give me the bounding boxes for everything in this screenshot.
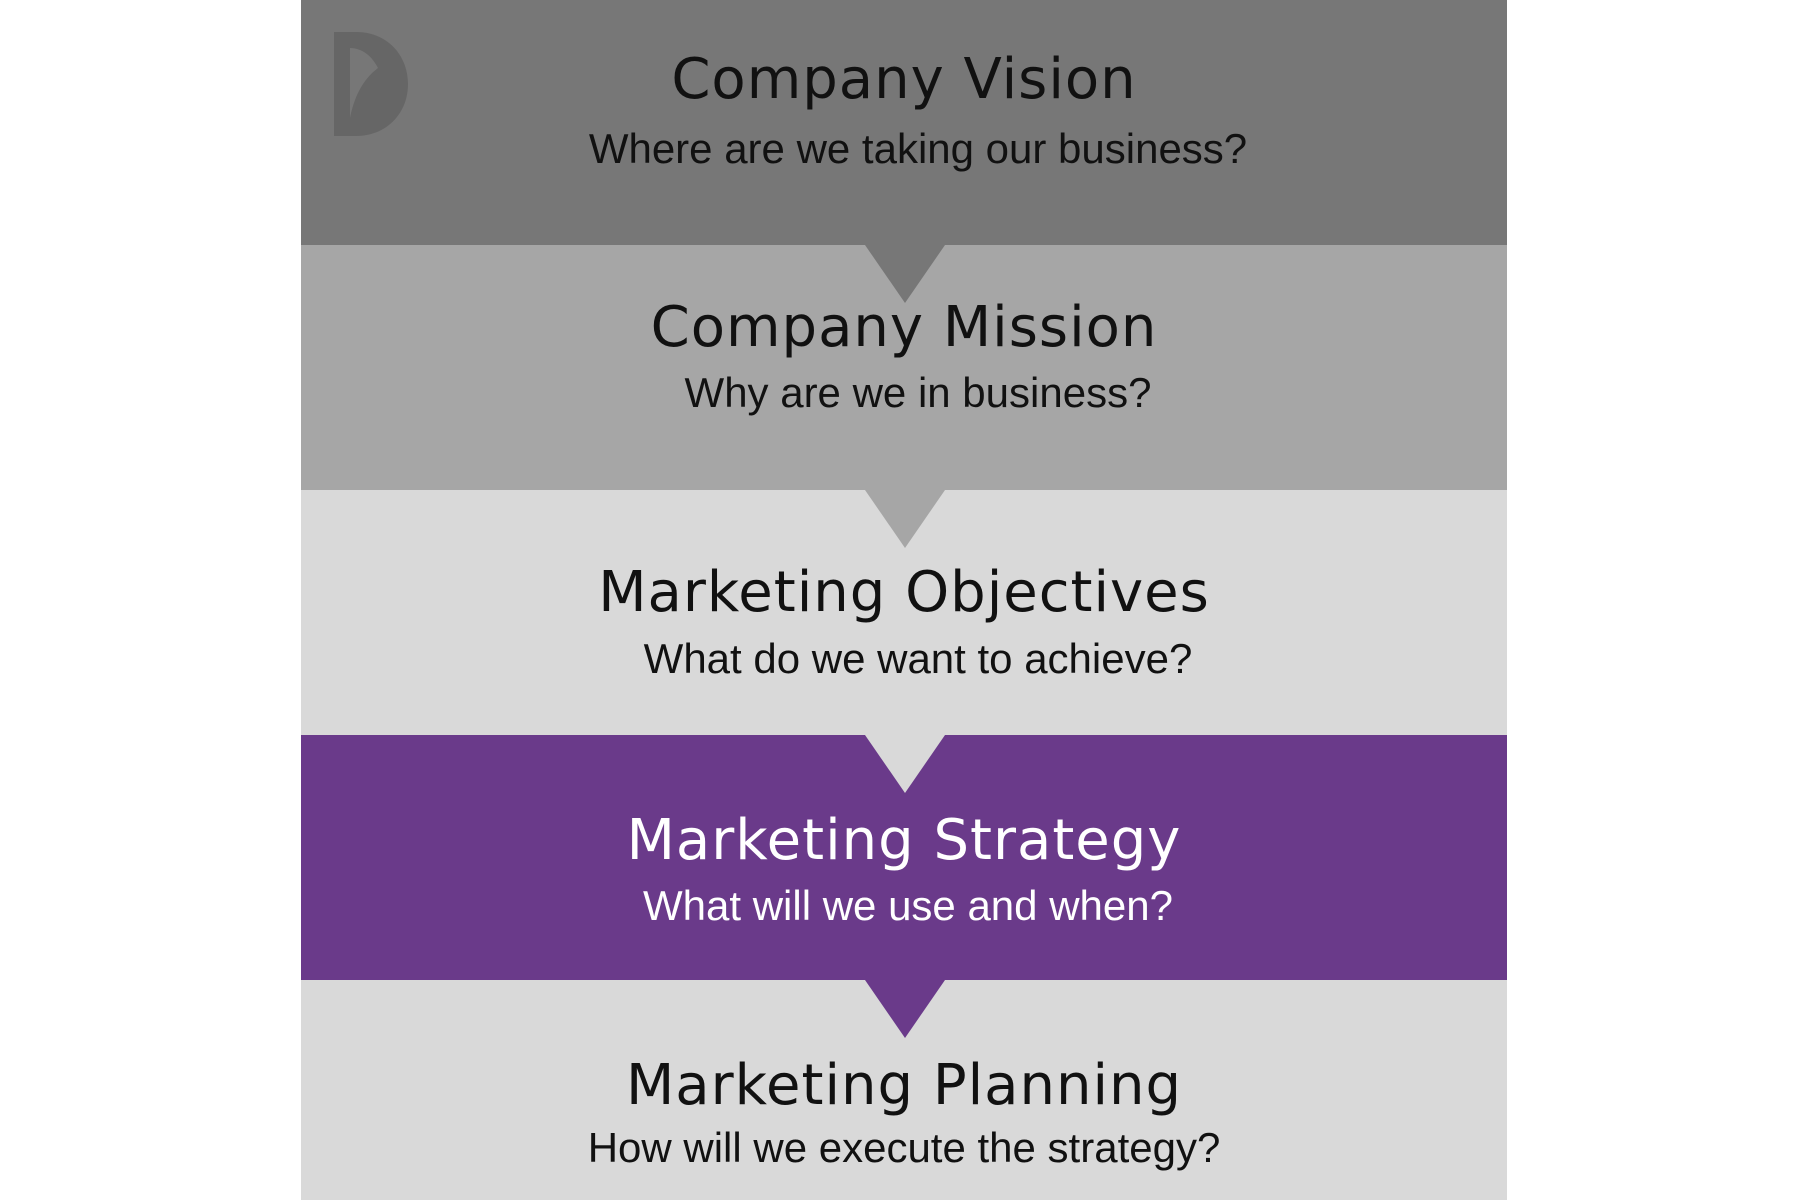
- step-title: Marketing Objectives: [598, 560, 1210, 625]
- step-question: How will we execute the strategy?: [587, 1124, 1221, 1171]
- step-title: Marketing Strategy: [626, 808, 1182, 873]
- down-arrow-icon: [865, 245, 945, 303]
- step-question: Why are we in business?: [684, 369, 1152, 416]
- step-question: What will we use and when?: [643, 882, 1173, 929]
- d-logo-icon: [334, 32, 408, 136]
- step-company-vision: Company Vision Where are we taking our b…: [301, 0, 1507, 245]
- step-title: Company Vision: [671, 47, 1137, 112]
- step-title: Marketing Planning: [625, 1053, 1183, 1118]
- step-question: What do we want to achieve?: [643, 635, 1193, 682]
- step-question: Where are we taking our business?: [588, 125, 1248, 172]
- down-arrow-icon: [865, 735, 945, 793]
- down-arrow-icon: [865, 490, 945, 548]
- step-title: Company Mission: [650, 295, 1158, 360]
- down-arrow-icon: [865, 980, 945, 1038]
- marketing-hierarchy-diagram: Company Vision Where are we taking our b…: [301, 0, 1507, 1200]
- step-marketing-objectives: Marketing Objectives What do we want to …: [301, 490, 1507, 735]
